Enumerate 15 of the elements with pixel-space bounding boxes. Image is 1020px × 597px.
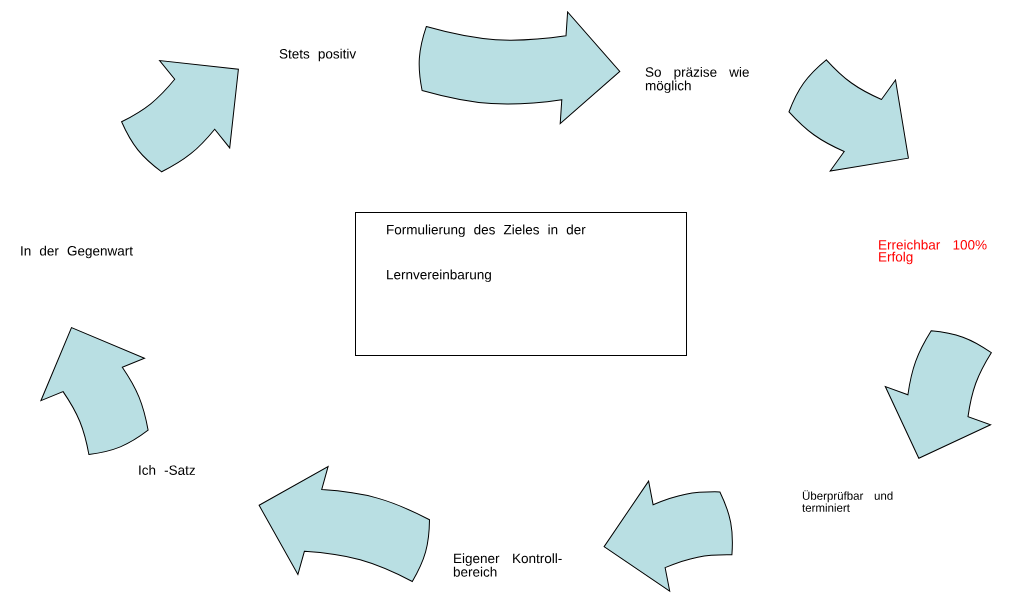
criterion-label: Stets positiv: [279, 48, 357, 62]
criterion-label: Ich -Satz: [139, 465, 195, 475]
block-arrow: [603, 480, 733, 592]
criterion-label: Überprüfbar und terminiert: [802, 490, 893, 512]
block-arrow: [418, 11, 621, 125]
criterion-label: Eigener Kontroll- bereich: [453, 553, 562, 577]
block-arrow: [788, 59, 909, 172]
criterion-label: Erreichbar 100% Erfolg: [879, 239, 987, 265]
criterion-label: So präzise wie möglich: [645, 66, 749, 94]
block-arrow: [40, 327, 149, 455]
goal-box: Formulierung des Zieles in der Lernvereinbarung: [355, 212, 687, 356]
criterion-label: In der Gegenwart: [21, 245, 133, 259]
block-arrow: [884, 330, 992, 459]
block-arrow: [121, 60, 239, 173]
block-arrow: [258, 466, 430, 582]
